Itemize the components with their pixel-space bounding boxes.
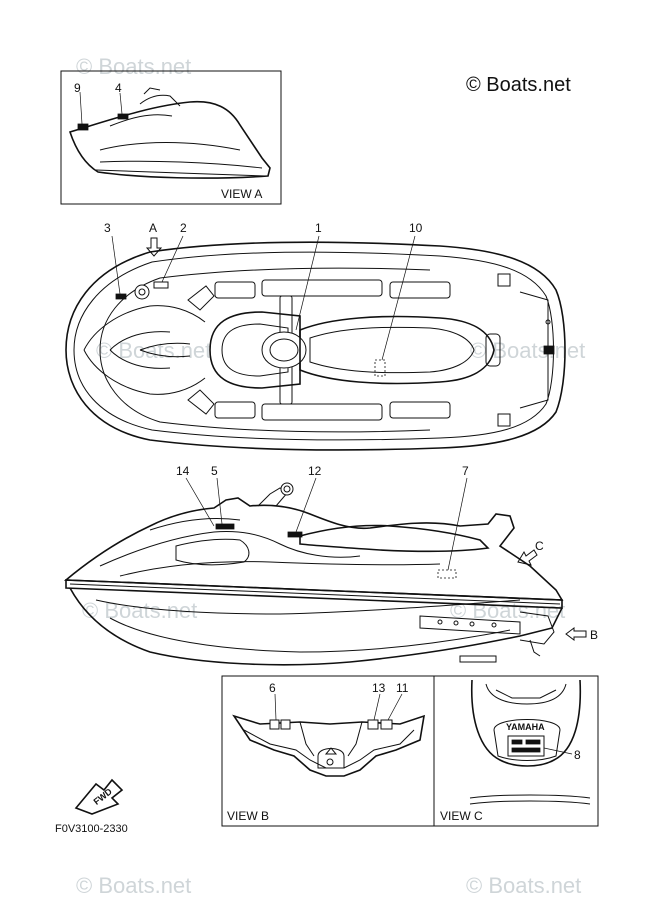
- callout-5: 5: [211, 464, 218, 478]
- top-hull-outline: [65, 241, 566, 451]
- view-a-decal-9: [77, 123, 89, 131]
- brand-badge: YAMAHA: [506, 722, 545, 732]
- watermark: © Boats.net: [82, 598, 197, 623]
- watermark: © Boats.net: [76, 54, 191, 79]
- view-b-decal-6a: [269, 719, 280, 730]
- callout-9: 9: [74, 81, 81, 95]
- side-hull: [69, 587, 563, 666]
- watermark-layer: © Boats.net © Boats.net © Boats.net © Bo…: [76, 54, 585, 898]
- callout-4: 4: [115, 81, 122, 95]
- view-c-deck: [470, 679, 582, 767]
- watermark: © Boats.net: [96, 338, 211, 363]
- view-c-panel: YAMAHA 8 VIEW C: [440, 679, 591, 823]
- callout-11: 11: [396, 681, 409, 695]
- view-b-stern: [232, 714, 426, 777]
- fwd-label: FWD: [92, 786, 115, 807]
- drawing-code: F0V3100-2330: [55, 823, 128, 835]
- side-decal-5: [215, 523, 235, 530]
- side-decal-7: [437, 569, 457, 579]
- view-c-arrow-label: C: [535, 539, 544, 553]
- callout-10: 10: [409, 221, 423, 235]
- callout-1: 1: [315, 221, 322, 235]
- side-view: 14 5 12 7 C B: [63, 464, 598, 666]
- hollow-arrow-icon: [145, 237, 163, 257]
- callout-2: 2: [180, 221, 187, 235]
- callout-8: 8: [574, 748, 581, 762]
- view-c-decal-8: [507, 735, 545, 757]
- fwd-arrow-icon: FWD: [74, 778, 124, 815]
- watermark: © Boats.net: [466, 873, 581, 898]
- view-b-label: VIEW B: [227, 809, 269, 823]
- top-decal-2: [153, 281, 169, 289]
- watermark: © Boats.net: [76, 873, 191, 898]
- watermark: © Boats.net: [470, 338, 585, 363]
- view-b-decal-6b: [280, 719, 291, 730]
- view-c-label: VIEW C: [440, 809, 483, 823]
- view-a-arrow-label: A: [149, 221, 157, 235]
- fuel-cap: [134, 284, 150, 300]
- view-a-decal-4: [117, 113, 129, 120]
- callout-13: 13: [372, 681, 386, 695]
- view-b-arrow-label: B: [590, 628, 598, 642]
- view-b-decal-11: [380, 719, 393, 730]
- callout-12: 12: [308, 464, 322, 478]
- view-b-decal-13: [367, 719, 379, 730]
- hollow-arrow-icon: [517, 549, 538, 566]
- callout-14: 14: [176, 464, 190, 478]
- view-a-label: VIEW A: [221, 187, 262, 201]
- top-decal-3: [115, 293, 127, 300]
- callout-7: 7: [462, 464, 469, 478]
- view-a-hull: [68, 100, 271, 179]
- side-deck-outline: [63, 497, 564, 601]
- top-view: 3 A 2 1 10: [65, 221, 566, 451]
- callout-3: 3: [104, 221, 111, 235]
- view-a-panel: 9 4 VIEW A: [60, 70, 282, 205]
- hollow-arrow-icon: [565, 627, 587, 641]
- callout-6: 6: [269, 681, 276, 695]
- side-decal-12: [287, 531, 303, 538]
- view-b-panel: 6 13 11 VIEW B: [227, 681, 426, 823]
- seat: [299, 315, 495, 385]
- view-bc-frame: [221, 675, 599, 827]
- copyright-text: © Boats.net: [466, 74, 571, 96]
- top-decal-10: [374, 359, 386, 377]
- view-a-frame: [60, 70, 282, 205]
